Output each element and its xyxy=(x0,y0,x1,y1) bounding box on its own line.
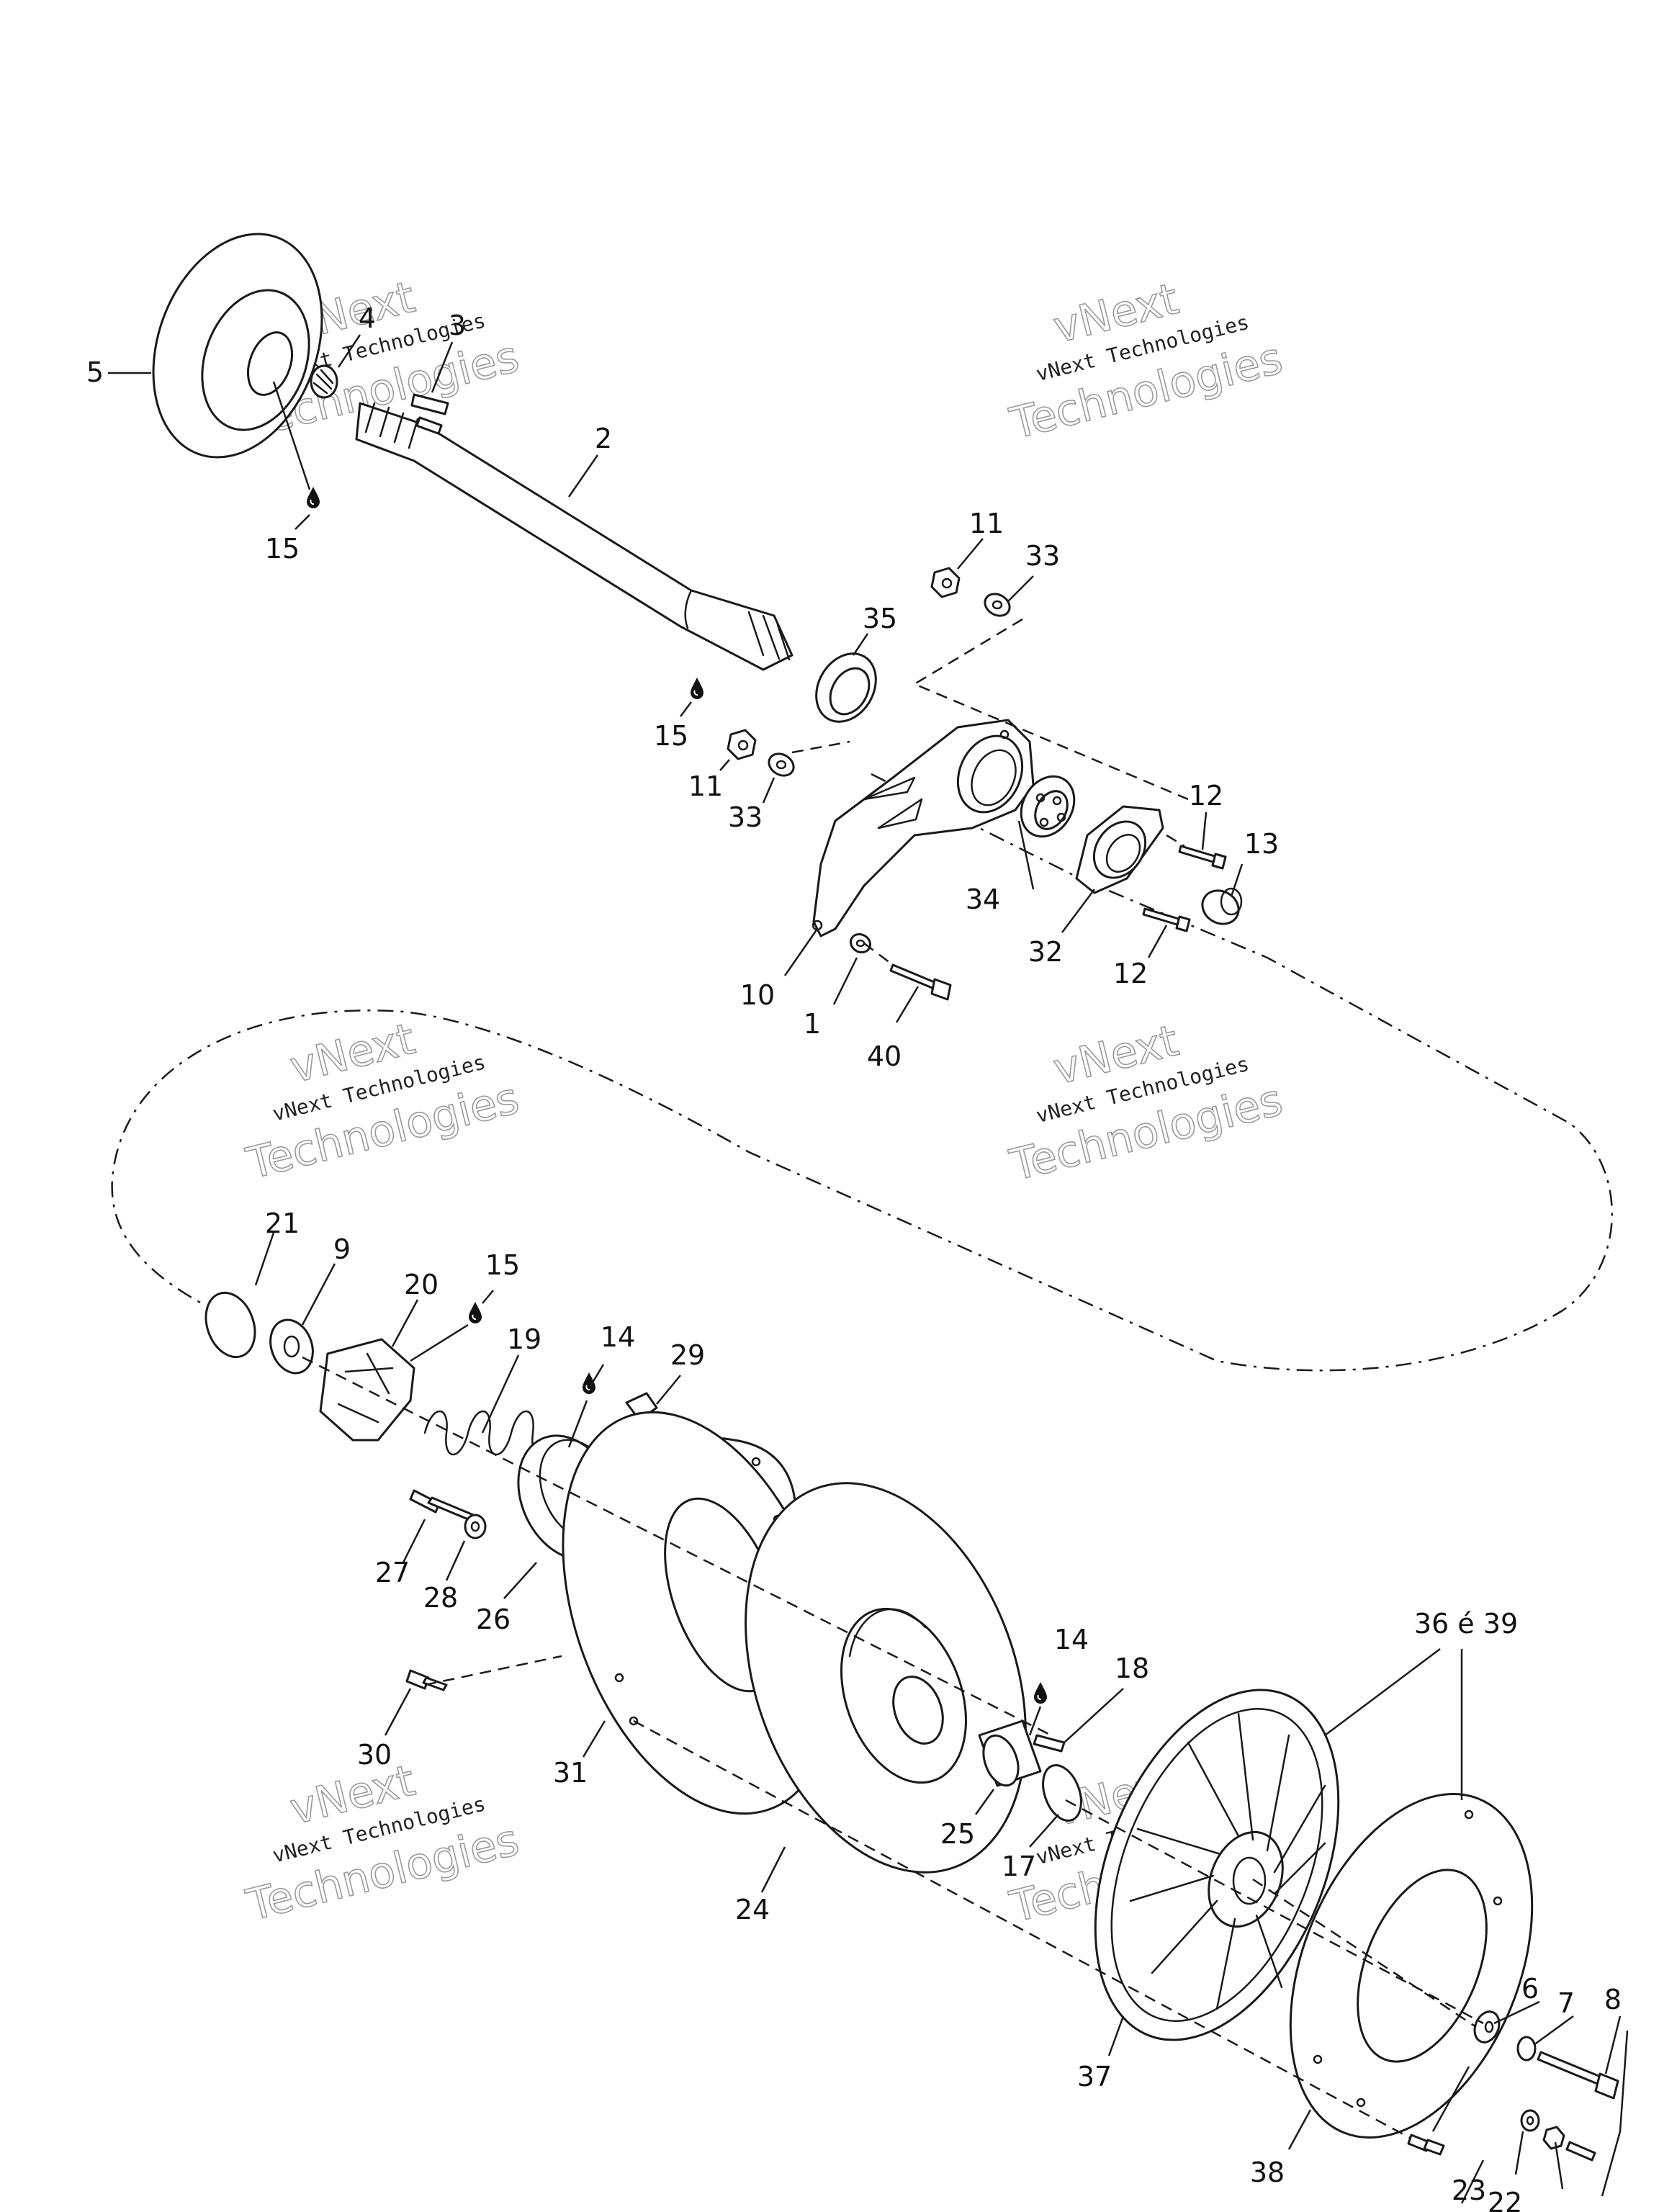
part-22-nut xyxy=(1542,2126,1596,2162)
callout-33-upper: 33 xyxy=(1025,540,1060,572)
part-8-bolt xyxy=(1537,2051,1619,2100)
callout-8: 8 xyxy=(1604,1984,1622,2015)
callout-6: 6 xyxy=(1521,1973,1539,2005)
part-11-nut-lower xyxy=(727,729,757,760)
callout-20: 20 xyxy=(404,1269,439,1300)
callout-11-upper: 11 xyxy=(969,508,1004,539)
assembly-guide-lower xyxy=(302,1356,1484,2140)
part-5-fixed-sheave xyxy=(152,233,323,459)
callout-3: 3 xyxy=(449,310,466,341)
drive-belt-outline xyxy=(111,773,1614,1372)
part-24-movable-sheave xyxy=(745,1482,1027,1874)
callout-28: 28 xyxy=(423,1582,458,1614)
callout-33-lower: 33 xyxy=(728,801,763,833)
part-11-nut-upper xyxy=(930,567,961,598)
callout-2: 2 xyxy=(595,423,612,454)
part-2-drive-shaft xyxy=(355,402,793,671)
part-25-bushing xyxy=(978,1719,1042,1787)
callout-32: 32 xyxy=(1028,936,1063,968)
part-12-bolt-upper xyxy=(1178,845,1227,870)
part-3-key xyxy=(410,393,449,415)
oil-drop-icon xyxy=(306,486,320,509)
part-28-washer xyxy=(464,1514,487,1539)
part-19-spring xyxy=(423,1410,536,1485)
callout-17: 17 xyxy=(1002,1851,1036,1882)
part-7-washer xyxy=(1516,2036,1537,2062)
callout-30: 30 xyxy=(357,1739,392,1771)
part-37-fixed-sheave xyxy=(1094,1689,1340,2041)
callout-38: 38 xyxy=(1250,2157,1285,2188)
part-27-screw xyxy=(409,1489,477,1522)
callout-11-lower: 11 xyxy=(688,770,723,802)
assembly-guide-upper xyxy=(791,618,1189,966)
part-40-bolt xyxy=(889,963,952,1001)
part-35-seal xyxy=(815,652,877,723)
callout-22: 22 xyxy=(1488,2187,1522,2212)
part-34-bearing xyxy=(1020,775,1076,838)
part-4-bushing xyxy=(310,364,338,399)
callout-labels: 5 4 3 2 15 11 33 35 15 11 33 12 13 34 32… xyxy=(86,302,1622,2212)
part-32-bearing-flange xyxy=(1075,805,1164,894)
callout-37: 37 xyxy=(1077,2061,1112,2092)
part-17-ring xyxy=(1042,1764,1082,1822)
watermark-middle-right: vNext vNext Technologies Technologies xyxy=(1004,1015,1287,1192)
callout-12-lower: 12 xyxy=(1113,958,1148,989)
callout-7: 7 xyxy=(1557,1987,1575,2019)
callout-14-ring: 14 xyxy=(601,1321,635,1353)
callout-4: 4 xyxy=(359,302,376,334)
callout-15-shaft-right: 15 xyxy=(654,720,688,752)
callout-19: 19 xyxy=(507,1323,541,1355)
callout-35: 35 xyxy=(863,603,897,634)
callout-24: 24 xyxy=(735,1894,770,1925)
part-1-washer xyxy=(849,932,872,954)
part-6-washer xyxy=(1473,2010,1501,2044)
watermark-middle-left: vNext vNext Technologies Technologies xyxy=(241,1013,524,1190)
watermark-top-right: vNext vNext Technologies Technologies xyxy=(1004,273,1287,450)
part-30-screw xyxy=(405,1669,448,1691)
callout-40: 40 xyxy=(867,1040,902,1072)
part-21-circlip xyxy=(204,1291,256,1359)
callout-5: 5 xyxy=(86,356,104,388)
callout-14-sheave: 14 xyxy=(1054,1624,1089,1655)
callout-27: 27 xyxy=(375,1557,410,1588)
part-33-washer-upper xyxy=(984,593,1011,617)
callout-9: 9 xyxy=(333,1233,351,1265)
callout-15-shaft-left: 15 xyxy=(265,533,300,565)
oil-drop-icon xyxy=(468,1301,482,1324)
callout-18: 18 xyxy=(1115,1653,1149,1684)
callout-10: 10 xyxy=(740,979,775,1011)
oil-drop-icon xyxy=(1033,1681,1048,1704)
oil-drop-icon xyxy=(582,1372,596,1395)
oil-drop-icon xyxy=(690,677,704,700)
callout-12-upper: 12 xyxy=(1189,780,1223,811)
callout-31: 31 xyxy=(553,1757,588,1789)
part-38-cover-plate xyxy=(1289,1792,1534,2139)
part-9-washer xyxy=(269,1318,314,1375)
part-33-washer-lower xyxy=(768,752,795,777)
leader-lines xyxy=(108,334,1629,2204)
callout-36-39: 36 é 39 xyxy=(1414,1608,1518,1640)
callout-25: 25 xyxy=(940,1818,975,1850)
part-20-cam xyxy=(319,1338,415,1442)
callout-29: 29 xyxy=(670,1339,705,1371)
callout-21: 21 xyxy=(265,1208,300,1239)
callout-1: 1 xyxy=(804,1008,821,1040)
part-10-support-bracket xyxy=(811,719,1035,938)
part-screw-bottom xyxy=(1407,2134,1445,2156)
callout-15-cam: 15 xyxy=(485,1249,520,1281)
callout-34: 34 xyxy=(966,884,1000,915)
callout-23: 23 xyxy=(1452,2175,1486,2206)
callout-26: 26 xyxy=(476,1604,511,1635)
callout-13: 13 xyxy=(1244,828,1279,860)
part-13-cap xyxy=(1201,887,1243,925)
part-18-key xyxy=(1033,1734,1066,1753)
part-23-washer xyxy=(1520,2109,1540,2132)
part-12-bolt-lower xyxy=(1142,907,1191,932)
